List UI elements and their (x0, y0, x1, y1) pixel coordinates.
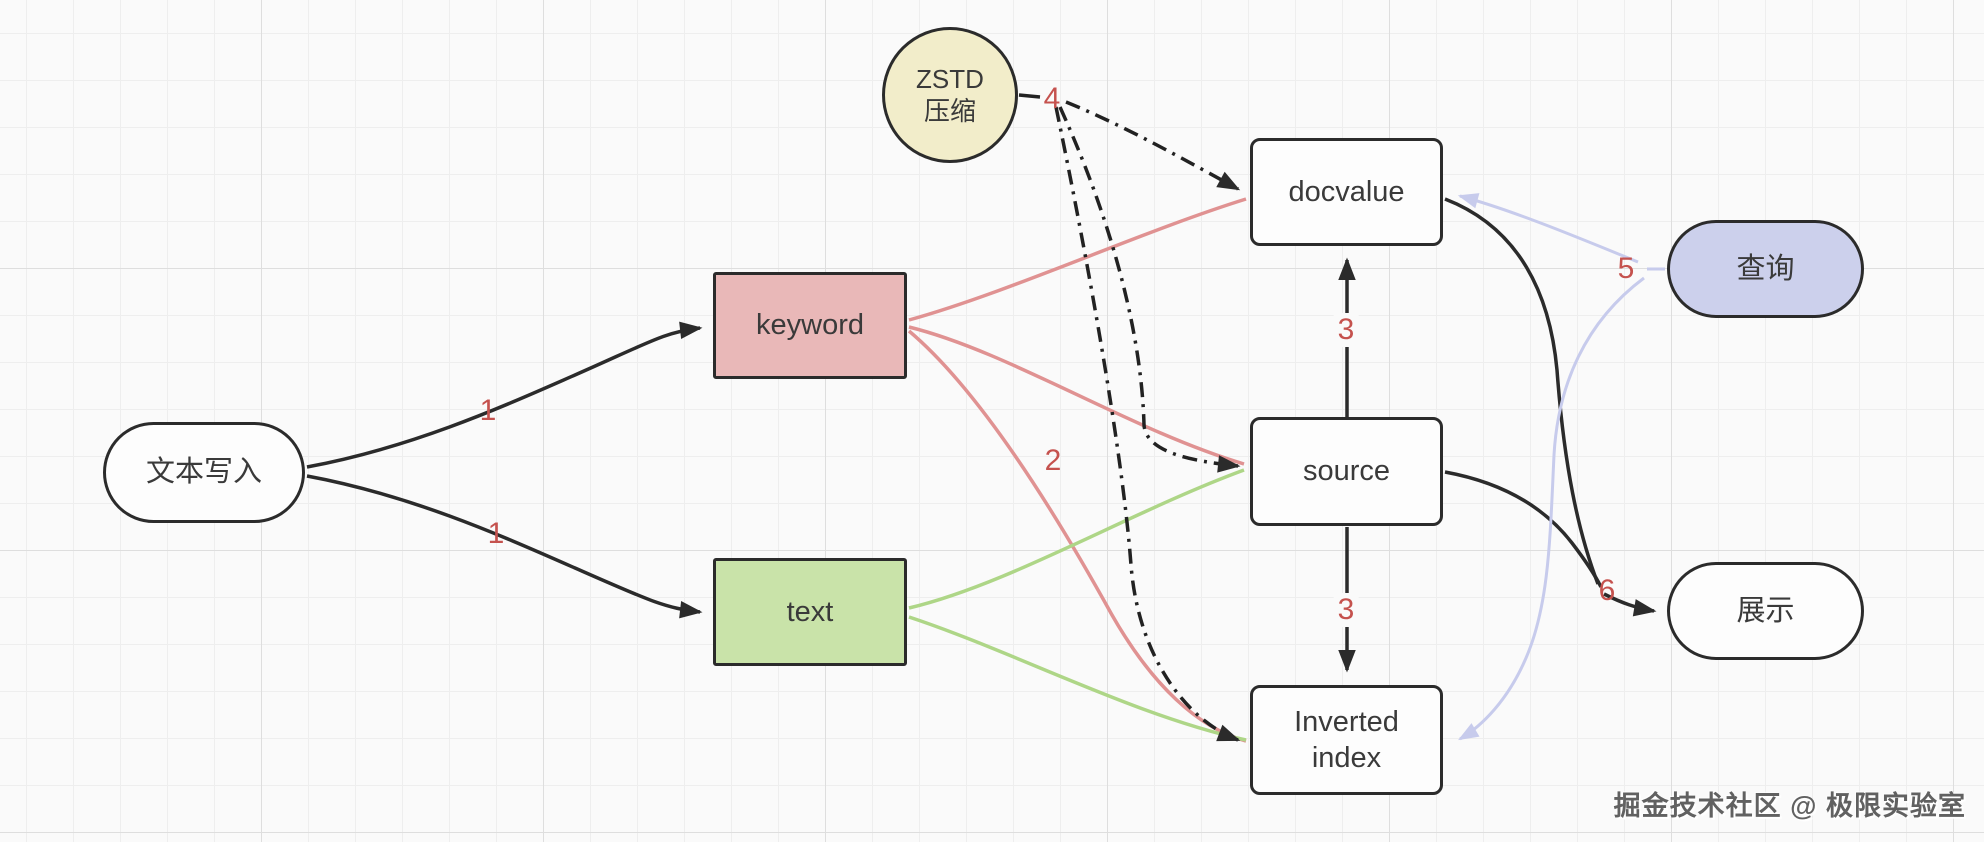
node-text-write-label: 文本写入 (145, 456, 262, 489)
node-inverted-index: Inverted index (1250, 685, 1443, 795)
node-text-label: text (786, 595, 834, 628)
node-inverted-index-label: Inverted index (1294, 705, 1399, 774)
node-docvalue: docvalue (1250, 138, 1443, 246)
edge-query-docvalue (1457, 193, 1639, 264)
edge-keyword-docvalue (908, 197, 1247, 322)
node-zstd-compress: ZSTD 压缩 (882, 27, 1018, 163)
edge-source-join6 (1444, 470, 1603, 588)
node-docvalue-label: docvalue (1288, 175, 1405, 208)
edge-label-source-docvalue: 3 (1333, 313, 1359, 347)
node-display: 展示 (1667, 562, 1864, 660)
edge-zstd-docvalue (1065, 100, 1241, 191)
edge-join6-display (1603, 592, 1657, 617)
edge-label-write-keyword: 1 (479, 394, 497, 427)
node-display-label: 展示 (1736, 594, 1795, 627)
edge-text-inverted (908, 615, 1247, 742)
node-source-label: source (1302, 455, 1391, 488)
edge-label-query-fanout: 5 (1617, 252, 1635, 285)
edge-query-inverted (1458, 276, 1645, 741)
node-zstd-compress-label: ZSTD 压缩 (916, 63, 984, 127)
edge-docvalue-join6 (1444, 197, 1600, 585)
edge-label-to-display: 6 (1598, 574, 1616, 607)
node-keyword: keyword (713, 272, 907, 379)
edge-label-source-inverted: 3 (1333, 593, 1359, 627)
edge-label-zstd-fanout: 4 (1043, 82, 1061, 115)
node-text: text (713, 558, 907, 666)
edge-zstd-inverted (1054, 106, 1241, 742)
edge-label-keyword-fanout: 2 (1044, 444, 1062, 477)
node-source: source (1250, 417, 1443, 526)
edge-zstd-stub (1018, 93, 1041, 99)
node-text-write: 文本写入 (103, 422, 305, 523)
watermark: 掘金技术社区 @ 极限实验室 (1613, 791, 1966, 821)
node-keyword-label: keyword (756, 309, 864, 342)
edge-zstd-source (1058, 106, 1241, 473)
edge-write-text (306, 474, 703, 619)
edge-text-source (908, 468, 1245, 610)
edge-label-write-text: 1 (487, 517, 505, 550)
node-query-label: 查询 (1736, 252, 1795, 285)
edge-write-keyword (306, 321, 703, 469)
edge-keyword-source (908, 325, 1245, 466)
node-query: 查询 (1667, 220, 1864, 318)
edge-keyword-inverted (907, 329, 1247, 743)
